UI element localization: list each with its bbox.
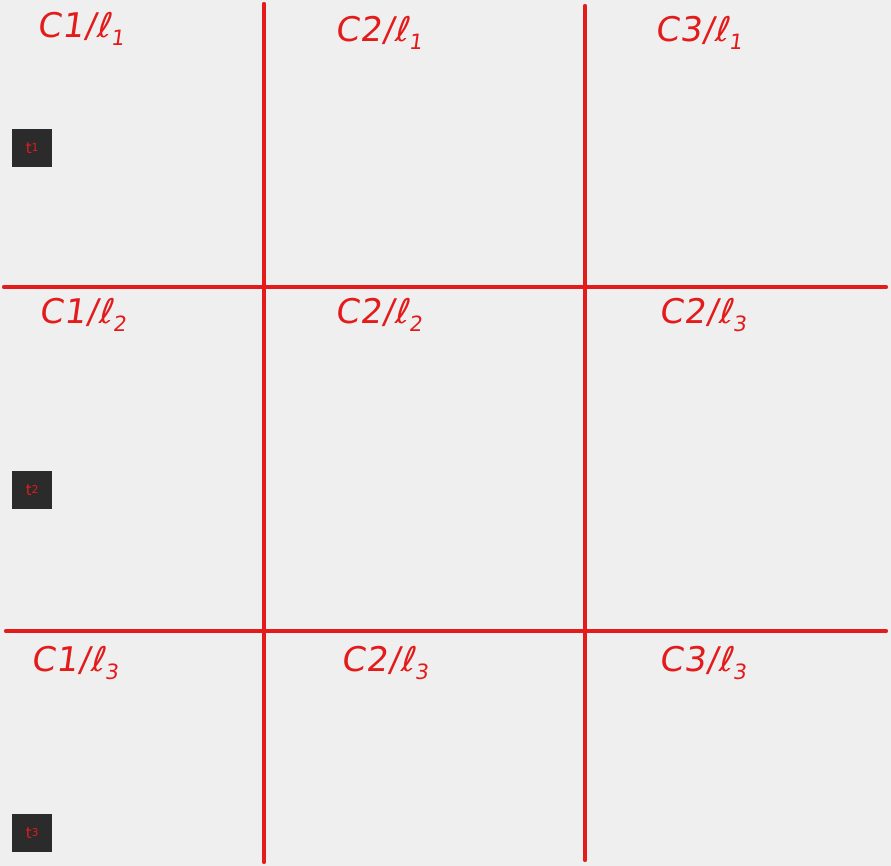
cell-label-r2-c3: C2/ℓ3 [657, 292, 750, 336]
cell-label-r3-c1: C1/ℓ3 [29, 640, 122, 684]
vertical-line-2 [583, 4, 587, 862]
horizontal-line-1 [2, 285, 888, 289]
cell-label-r2-c2: C2/ℓ2 [333, 292, 426, 336]
cell-label-r2-c1: C1/ℓ2 [37, 292, 130, 336]
vertical-line-1 [262, 2, 266, 864]
horizontal-line-2 [4, 629, 888, 633]
cell-label-r1-c2: C2/ℓ1 [333, 10, 426, 54]
cell-label-r3-c3: C3/ℓ3 [657, 640, 750, 684]
cell-label-r1-c3: C3/ℓ1 [653, 10, 746, 54]
cell-label-r3-c2: C2/ℓ3 [339, 640, 432, 684]
cell-label-r1-c1: C1/ℓ1 [35, 6, 128, 50]
